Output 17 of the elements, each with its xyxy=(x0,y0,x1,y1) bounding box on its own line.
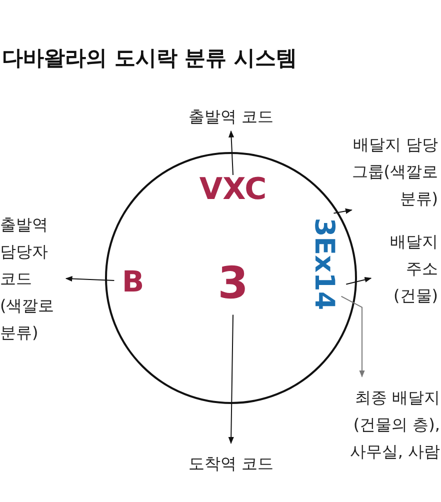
callout-label: 출발역 코드 xyxy=(151,103,311,130)
leader-arrow xyxy=(346,277,372,285)
callout-label: 출발역 담당자 코드 (색깔로 분류) xyxy=(0,211,66,346)
diagram-title: 다바왈라의 도시락 분류 시스템 xyxy=(2,45,297,72)
code-number: 3 xyxy=(218,262,248,306)
code-text: 3Ex14 xyxy=(310,218,338,310)
leader-arrow xyxy=(340,296,365,378)
leader-arrow xyxy=(333,208,352,214)
callout-label: 도착역 코드 xyxy=(151,450,311,477)
leader-arrow xyxy=(65,276,115,282)
callout-label: 배달지 담당 그룹(색깔로 분류) xyxy=(326,131,438,212)
callout-label: 최종 배달지 (건물의 층), 사무실, 사람 xyxy=(320,384,440,465)
code-letters: VXC xyxy=(199,175,267,205)
code-letter: B xyxy=(122,268,144,296)
leader-arrow xyxy=(228,130,234,176)
callout-label: 배달지 주소 (건물) xyxy=(372,228,438,309)
leader-arrow xyxy=(228,314,234,444)
